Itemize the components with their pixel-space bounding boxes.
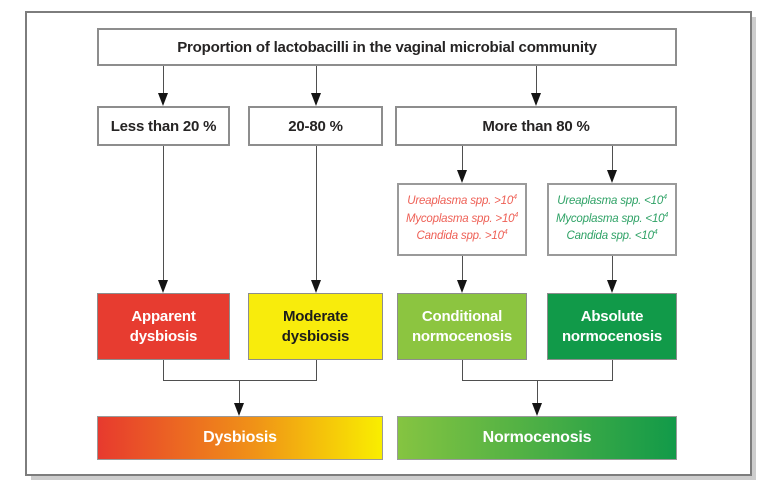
arrow-down-icon bbox=[531, 93, 541, 106]
condition-line-ureaplasma: Ureaplasma spp. <104 bbox=[549, 193, 675, 211]
superscript: 4 bbox=[514, 211, 519, 219]
arrow-down-icon bbox=[158, 93, 168, 106]
branch-box-more-than-80: More than 80 % bbox=[395, 106, 677, 146]
arrow-down-icon bbox=[457, 280, 467, 293]
connector-line bbox=[462, 146, 463, 170]
outcome-box-conditional-normocenosis: Conditional normocenosis bbox=[397, 293, 527, 360]
connector-line bbox=[316, 360, 317, 380]
superscript: 4 bbox=[653, 229, 658, 237]
superscript: 4 bbox=[503, 229, 508, 237]
outcome-label-line1: Moderate bbox=[282, 308, 349, 325]
final-box-dysbiosis: Dysbiosis bbox=[97, 416, 383, 460]
condition-text: Candida spp. <10 bbox=[566, 230, 654, 243]
connector-line bbox=[612, 360, 613, 380]
connector-line bbox=[239, 380, 240, 403]
outcome-box-absolute-normocenosis: Absolute normocenosis bbox=[547, 293, 677, 360]
branch-label: 20-80 % bbox=[288, 117, 343, 135]
connector-line bbox=[537, 380, 538, 403]
connector-line bbox=[163, 380, 317, 381]
condition-box-elevated-opportunists: Ureaplasma spp. >104 Mycoplasma spp. >10… bbox=[397, 183, 527, 256]
condition-text: Ureaplasma spp. <10 bbox=[557, 194, 664, 207]
outcome-label-line2: normocenosis bbox=[561, 327, 663, 345]
condition-text: Ureaplasma spp. >10 bbox=[407, 194, 514, 207]
outcome-box-moderate-dysbiosis: Moderate dysbiosis bbox=[248, 293, 383, 360]
title-box: Proportion of lactobacilli in the vagina… bbox=[97, 28, 677, 66]
arrow-down-icon bbox=[457, 170, 467, 183]
superscript: 4 bbox=[513, 193, 517, 201]
condition-line-ureaplasma: Ureaplasma spp. >104 bbox=[399, 193, 525, 211]
outcome-label-line1: Absolute bbox=[580, 308, 644, 325]
title-text: Proportion of lactobacilli in the vagina… bbox=[177, 38, 597, 56]
superscript: 4 bbox=[663, 193, 667, 201]
condition-line-candida: Candida spp. <104 bbox=[549, 228, 675, 246]
arrow-down-icon bbox=[311, 93, 321, 106]
condition-box-low-opportunists: Ureaplasma spp. <104 Mycoplasma spp. <10… bbox=[547, 183, 677, 256]
connector-line bbox=[163, 66, 164, 93]
connector-line bbox=[612, 256, 613, 280]
outcome-label-line2: dysbiosis bbox=[129, 327, 198, 345]
condition-line-mycoplasma: Mycoplasma spp. >104 bbox=[399, 211, 525, 229]
condition-text: Mycoplasma spp. <10 bbox=[555, 212, 665, 225]
arrow-down-icon bbox=[158, 280, 168, 293]
arrow-down-icon bbox=[607, 170, 617, 183]
condition-text: Mycoplasma spp. >10 bbox=[405, 212, 515, 225]
arrow-down-icon bbox=[311, 280, 321, 293]
final-label: Dysbiosis bbox=[203, 429, 277, 446]
outcome-label-line1: Apparent bbox=[131, 308, 196, 325]
branch-box-less-than-20: Less than 20 % bbox=[97, 106, 230, 146]
connector-line bbox=[462, 360, 463, 380]
final-label: Normocenosis bbox=[482, 429, 592, 446]
superscript: 4 bbox=[664, 211, 669, 219]
arrow-down-icon bbox=[532, 403, 542, 416]
outcome-label-line1: Conditional bbox=[421, 308, 503, 325]
arrow-down-icon bbox=[234, 403, 244, 416]
condition-line-candida: Candida spp. >104 bbox=[399, 228, 525, 246]
arrow-down-icon bbox=[607, 280, 617, 293]
branch-box-20-80: 20-80 % bbox=[248, 106, 383, 146]
outcome-label-line2: normocenosis bbox=[411, 327, 513, 345]
outcome-label-line2: dysbiosis bbox=[281, 327, 350, 345]
branch-label: Less than 20 % bbox=[110, 117, 217, 135]
final-box-normocenosis: Normocenosis bbox=[397, 416, 677, 460]
connector-line bbox=[163, 360, 164, 380]
connector-line bbox=[536, 66, 537, 93]
connector-line bbox=[163, 146, 164, 280]
outcome-box-apparent-dysbiosis: Apparent dysbiosis bbox=[97, 293, 230, 360]
condition-text: Candida spp. >10 bbox=[416, 230, 504, 243]
connector-line bbox=[462, 256, 463, 280]
connector-line bbox=[316, 66, 317, 93]
condition-line-mycoplasma: Mycoplasma spp. <104 bbox=[549, 211, 675, 229]
connector-line bbox=[316, 146, 317, 280]
connector-line bbox=[612, 146, 613, 170]
branch-label: More than 80 % bbox=[482, 117, 590, 135]
